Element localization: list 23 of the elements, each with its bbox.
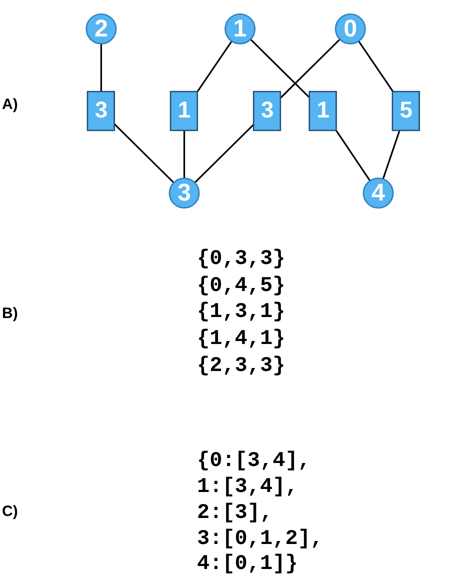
panel-label: C) (2, 503, 18, 521)
edge-list-entry: {1,4,1} (197, 328, 286, 352)
edge-list-entry: {1,3,1} (197, 301, 286, 325)
edge-label: 1 (170, 90, 199, 132)
adjacency-list-entry: 4:[0,1]} (197, 553, 298, 577)
adjacency-list-entry: 1:[3,4], (197, 476, 298, 500)
node-circle: 4 (362, 178, 394, 209)
edge-label: 3 (86, 90, 116, 132)
panel-label: A) (2, 96, 18, 114)
adjacency-list-entry: 3:[0,1,2], (197, 528, 324, 552)
node-circle: 3 (168, 178, 200, 209)
node-circle: 0 (334, 13, 366, 44)
adjacency-list-entry: {0:[3,4], (197, 450, 310, 474)
edge-label: 3 (252, 90, 282, 132)
node-circle: 2 (86, 13, 117, 44)
edge-list-entry: {0,4,5} (197, 275, 286, 299)
adjacency-list-entry: 2:[3], (197, 502, 273, 526)
edge-label: 5 (392, 90, 421, 132)
edge-list-entry: {0,3,3} (197, 248, 286, 272)
edge-label: 1 (308, 90, 338, 132)
node-circle: 1 (224, 13, 256, 44)
edge-list-entry: {2,3,3} (197, 355, 286, 379)
panel-label: B) (2, 305, 18, 323)
